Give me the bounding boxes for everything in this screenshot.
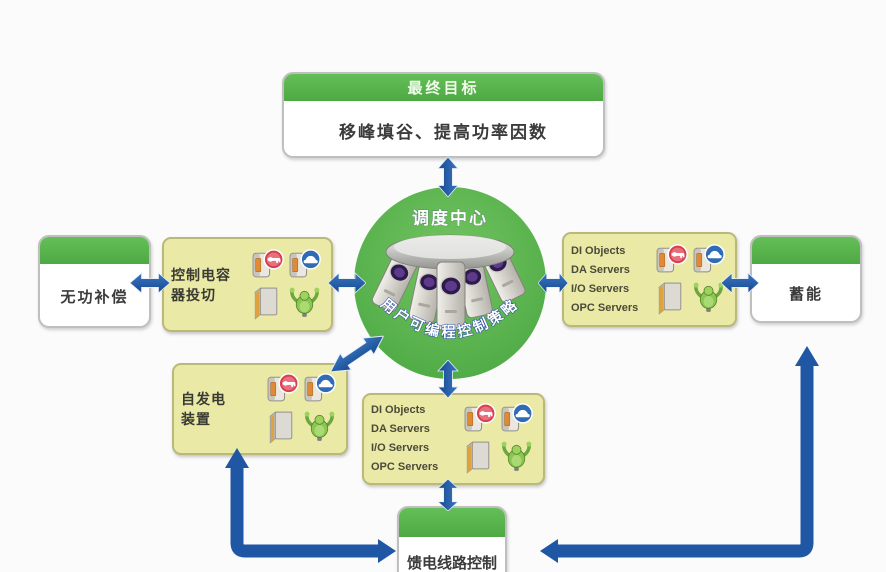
dispatch-center-circle: 调度中心 [353, 186, 547, 380]
io-device-red-badge-icon [265, 370, 300, 405]
goal-box-text: 移峰填谷、提高功率因数 [339, 123, 548, 142]
green-agent-icon [287, 285, 322, 320]
panel-self-generation: 自发电装置 [172, 363, 348, 455]
server-line: DI Objects [571, 244, 626, 257]
server-list: DI Objects DA Servers I/O Servers OPC Se… [371, 401, 438, 477]
server-line: DA Servers [371, 423, 430, 435]
node-energy-storage: 蓄能 [750, 235, 862, 323]
archive-box-icon [250, 285, 285, 320]
server-line: I/O Servers [371, 442, 430, 454]
node-header-band [752, 237, 860, 267]
node-label: 馈电线路控制 [406, 554, 497, 572]
archive-box-icon [462, 439, 497, 474]
node-header-band [40, 237, 149, 267]
archive-box-icon [654, 280, 689, 315]
server-list: DI Objects DA Servers I/O Servers OPC Se… [571, 242, 638, 318]
server-line: DA Servers [571, 263, 630, 276]
icon-grid [250, 246, 324, 324]
server-line: OPC Servers [371, 461, 439, 473]
archive-box-icon [265, 409, 300, 444]
node-header-band [399, 508, 505, 540]
green-agent-icon [302, 409, 337, 444]
io-device-blue-badge-icon [499, 400, 534, 435]
server-line: DI Objects [371, 404, 426, 416]
node-reactive-compensation: 无功补偿 [38, 235, 151, 328]
io-device-blue-badge-icon [287, 246, 322, 281]
io-device-blue-badge-icon [302, 370, 337, 405]
server-carousel-illustration [371, 234, 526, 331]
node-label: 无功补偿 [60, 288, 129, 306]
panel-servers-right: DI Objects DA Servers I/O Servers OPC Se… [562, 232, 737, 327]
green-agent-icon [499, 439, 534, 474]
icon-grid [265, 370, 339, 448]
goal-box: 最终目标 移峰填谷、提高功率因数 [282, 72, 605, 158]
io-device-red-badge-icon [462, 400, 497, 435]
node-label: 蓄能 [788, 286, 823, 303]
io-device-red-badge-icon [250, 246, 285, 281]
server-line: I/O Servers [571, 282, 630, 295]
panel-servers-bottom: DI Objects DA Servers I/O Servers OPC Se… [362, 393, 545, 485]
arrow-feeder-storage-elbow [540, 346, 819, 563]
io-device-blue-badge-icon [691, 241, 726, 276]
green-agent-icon [691, 280, 726, 315]
panel-label: 控制电容器投切 [171, 266, 231, 303]
io-device-red-badge-icon [654, 241, 689, 276]
panel-capacitor-switching: 控制电容器投切 [162, 237, 333, 332]
panel-label: 自发电装置 [181, 391, 226, 427]
node-feeder-control: 馈电线路控制 [397, 506, 507, 572]
server-line: OPC Servers [571, 301, 639, 314]
dispatch-center-title: 调度中心 [412, 208, 488, 228]
icon-grid [462, 400, 536, 478]
goal-box-header: 最终目标 [284, 74, 603, 104]
icon-grid [654, 241, 728, 319]
